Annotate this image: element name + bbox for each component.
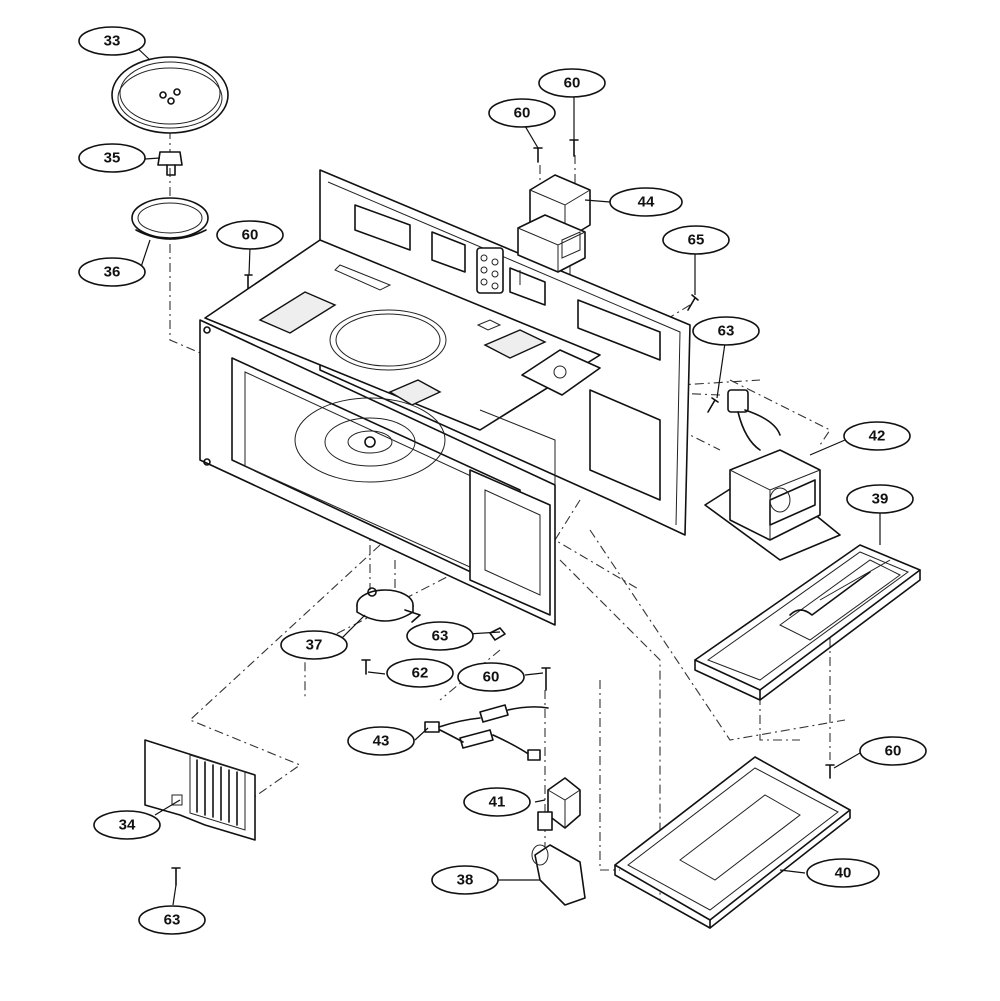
svg-text:43: 43 (373, 733, 390, 750)
svg-text:37: 37 (306, 637, 323, 654)
wire-harness-43 (424, 704, 549, 761)
transformer-42 (704, 449, 841, 561)
callout-38: 38 (431, 865, 499, 895)
callout-63-panel: 63 (138, 905, 206, 935)
svg-text:44: 44 (638, 194, 655, 211)
callout-65: 65 (662, 225, 730, 255)
svg-text:34: 34 (119, 817, 136, 834)
callout-36: 36 (78, 257, 146, 287)
vent-slots (196, 759, 238, 826)
thermal-cutout (727, 389, 781, 451)
callout-63-thermal: 63 (692, 316, 760, 346)
svg-text:65: 65 (688, 232, 705, 249)
svg-text:63: 63 (432, 628, 449, 645)
callout-34: 34 (93, 810, 161, 840)
svg-text:39: 39 (872, 491, 889, 508)
svg-text:63: 63 (164, 912, 181, 929)
vent-panel-34 (144, 739, 256, 841)
svg-text:60: 60 (242, 227, 259, 244)
callout-41: 41 (463, 787, 531, 817)
callout-60-bracket: 60 (457, 662, 525, 692)
base-plate-39 (694, 544, 921, 701)
callout-60-cavity: 60 (216, 220, 284, 250)
turntable-tray-33 (111, 56, 229, 134)
svg-text:36: 36 (104, 264, 121, 281)
screws (171, 139, 835, 886)
callout-60-magnetron-left: 60 (488, 98, 556, 128)
svg-text:60: 60 (483, 669, 500, 686)
leader-lines (131, 42, 881, 906)
callout-42: 42 (843, 421, 911, 451)
turntable-motor-37 (356, 587, 421, 623)
callout-40: 40 (806, 858, 880, 888)
front-cavity-frame (199, 319, 556, 626)
callout-60-base: 60 (859, 736, 927, 766)
magnetron-44 (517, 174, 591, 273)
callout-37: 37 (280, 630, 348, 660)
callout-43: 43 (347, 726, 415, 756)
svg-text:38: 38 (457, 872, 474, 889)
callout-33: 33 (78, 26, 146, 56)
svg-text:33: 33 (104, 33, 121, 50)
bottom-plate-40 (614, 756, 851, 929)
coupler-35 (157, 151, 183, 176)
svg-text:60: 60 (885, 743, 902, 760)
svg-text:35: 35 (104, 150, 121, 167)
bracket-41 (537, 777, 581, 831)
cavity-top-plate (204, 239, 601, 431)
callout-62: 62 (386, 658, 454, 688)
svg-text:62: 62 (412, 665, 429, 682)
callout-44: 44 (609, 187, 683, 217)
callout-60-magnetron-right: 60 (538, 68, 606, 98)
svg-text:60: 60 (514, 105, 531, 122)
svg-text:42: 42 (869, 428, 886, 445)
svg-text:60: 60 (564, 75, 581, 92)
callout-39: 39 (846, 484, 914, 514)
callout-35: 35 (78, 143, 146, 173)
lamp-38 (531, 844, 586, 906)
roller-ring-36 (131, 197, 209, 240)
callout-63-frame: 63 (406, 621, 474, 651)
svg-text:40: 40 (835, 865, 852, 882)
svg-text:41: 41 (489, 794, 506, 811)
svg-text:63: 63 (718, 323, 735, 340)
